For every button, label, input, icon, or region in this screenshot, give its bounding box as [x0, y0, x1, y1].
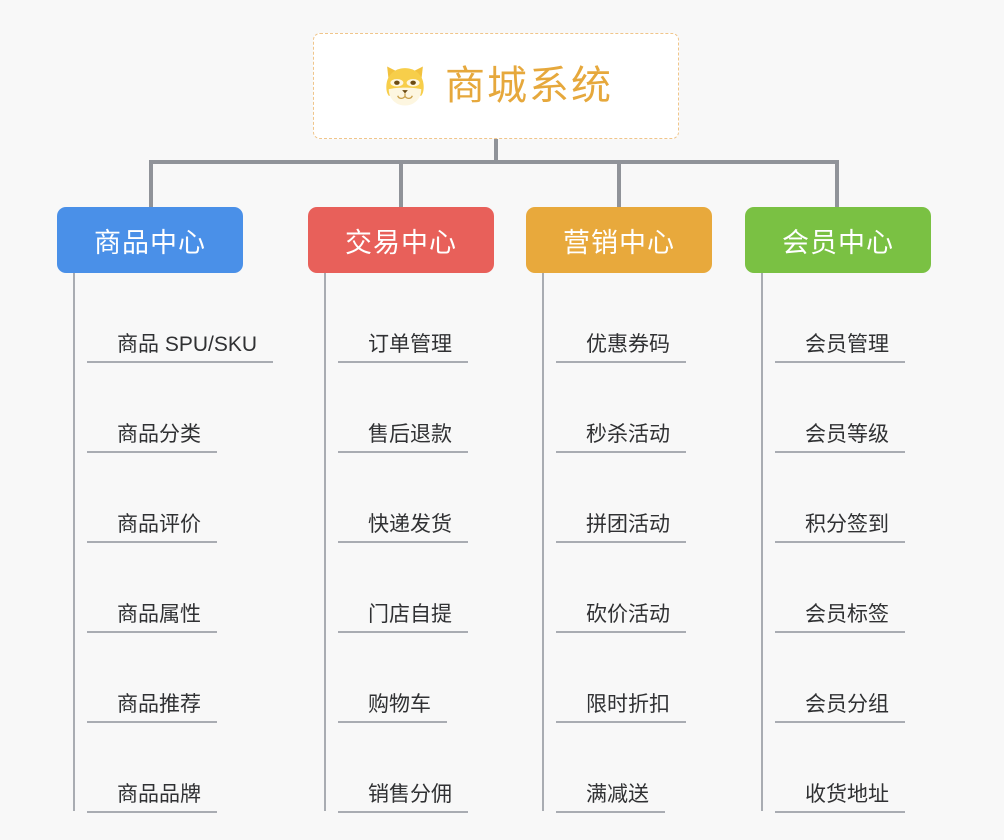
leaf-item[interactable]: 拼团活动: [556, 453, 686, 543]
leaf-item-underline: [556, 451, 686, 453]
leaf-item-label: 售后退款: [368, 423, 452, 446]
leaf-item[interactable]: 门店自提: [338, 543, 468, 633]
leaf-item[interactable]: 满减送: [556, 723, 665, 813]
leaf-item-underline: [87, 361, 274, 363]
leaf-item-label: 商品评价: [117, 513, 201, 536]
leaf-item-label: 秒杀活动: [586, 423, 670, 446]
leaf-item-label: 会员等级: [805, 423, 889, 446]
leaf-item-label: 商品分类: [117, 423, 201, 446]
connector-drop-3: [617, 160, 621, 210]
leaf-item-label: 满减送: [586, 783, 649, 806]
leaf-item-underline: [87, 631, 217, 633]
leaf-item-underline: [338, 541, 468, 543]
leaf-item-underline: [556, 721, 686, 723]
leaf-item-underline: [87, 811, 217, 813]
category-node-4[interactable]: 会员中心: [745, 207, 931, 273]
leaf-item[interactable]: 快递发货: [338, 453, 468, 543]
leaf-item-underline: [338, 721, 447, 723]
leaf-item[interactable]: 砍价活动: [556, 543, 686, 633]
leaf-item[interactable]: 会员标签: [775, 543, 905, 633]
connector-root-stem: [494, 139, 498, 163]
leaf-item-underline: [556, 361, 686, 363]
leaf-item-label: 优惠券码: [586, 333, 670, 356]
leaf-item[interactable]: 订单管理: [338, 273, 468, 363]
leaf-item-label: 会员管理: [805, 333, 889, 356]
leaf-item-label: 会员标签: [805, 603, 889, 626]
leaf-item-underline: [775, 361, 905, 363]
leaf-item-underline: [775, 811, 905, 813]
leaf-item-underline: [775, 451, 905, 453]
leaf-item[interactable]: 会员等级: [775, 363, 905, 453]
leaf-item-underline: [338, 631, 468, 633]
leaf-item[interactable]: 会员管理: [775, 273, 905, 363]
column-spine: [542, 273, 544, 811]
leaf-item-underline: [775, 721, 905, 723]
leaf-item-label: 购物车: [368, 693, 431, 716]
leaf-item-underline: [556, 541, 686, 543]
leaf-item[interactable]: 销售分佣: [338, 723, 468, 813]
leaf-item[interactable]: 秒杀活动: [556, 363, 686, 453]
leaf-item-underline: [338, 451, 468, 453]
leaf-item-label: 快递发货: [368, 513, 452, 536]
leaf-item-underline: [87, 451, 217, 453]
category-node-label: 交易中心: [345, 227, 457, 258]
root-title: 商城系统: [445, 64, 613, 108]
leaf-item-underline: [338, 361, 468, 363]
leaf-item-label: 商品推荐: [117, 693, 201, 716]
leaf-item-label: 商品品牌: [117, 783, 201, 806]
leaf-item[interactable]: 商品分类: [87, 363, 217, 453]
leaf-item[interactable]: 商品属性: [87, 543, 217, 633]
leaf-item-label: 销售分佣: [368, 783, 452, 806]
leaf-item-label: 会员分组: [805, 693, 889, 716]
root-node[interactable]: 商城系统: [313, 33, 679, 139]
leaf-item[interactable]: 收货地址: [775, 723, 905, 813]
leaf-item[interactable]: 售后退款: [338, 363, 468, 453]
connector-drop-2: [399, 160, 403, 210]
leaf-item[interactable]: 商品推荐: [87, 633, 217, 723]
leaf-item-underline: [338, 811, 468, 813]
category-node-label: 会员中心: [782, 227, 894, 258]
leaf-item[interactable]: 购物车: [338, 633, 447, 723]
leaf-item[interactable]: 商品评价: [87, 453, 217, 543]
connector-drop-1: [149, 160, 153, 210]
category-node-2[interactable]: 交易中心: [308, 207, 494, 273]
leaf-item-underline: [87, 721, 217, 723]
column-spine: [324, 273, 326, 811]
leaf-item-label: 收货地址: [805, 783, 889, 806]
leaf-item-label: 砍价活动: [586, 603, 670, 626]
column-spine: [761, 273, 763, 811]
leaf-item[interactable]: 商品品牌: [87, 723, 217, 813]
category-node-1[interactable]: 商品中心: [57, 207, 243, 273]
leaf-item[interactable]: 优惠券码: [556, 273, 686, 363]
leaf-item-label: 拼团活动: [586, 513, 670, 536]
leaf-item-underline: [775, 541, 905, 543]
leaf-item-underline: [556, 811, 665, 813]
leaf-item-underline: [87, 541, 217, 543]
leaf-item-label: 商品 SPU/SKU: [117, 333, 258, 356]
leaf-item[interactable]: 会员分组: [775, 633, 905, 723]
leaf-item[interactable]: 商品 SPU/SKU: [87, 273, 274, 363]
category-node-label: 商品中心: [94, 227, 206, 258]
leaf-item-label: 积分签到: [805, 513, 889, 536]
category-node-label: 营销中心: [563, 227, 675, 258]
connector-bus: [149, 160, 839, 164]
column-spine: [73, 273, 75, 811]
category-node-3[interactable]: 营销中心: [526, 207, 712, 273]
leaf-item[interactable]: 积分签到: [775, 453, 905, 543]
leaf-item-label: 门店自提: [368, 603, 452, 626]
connector-drop-4: [835, 160, 839, 210]
leaf-item-underline: [775, 631, 905, 633]
leaf-item-label: 订单管理: [368, 333, 452, 356]
leaf-item-label: 商品属性: [117, 603, 201, 626]
leaf-item-label: 限时折扣: [586, 693, 670, 716]
leaf-item[interactable]: 限时折扣: [556, 633, 686, 723]
shiba-dog-icon: [386, 66, 424, 106]
leaf-item-underline: [556, 631, 686, 633]
